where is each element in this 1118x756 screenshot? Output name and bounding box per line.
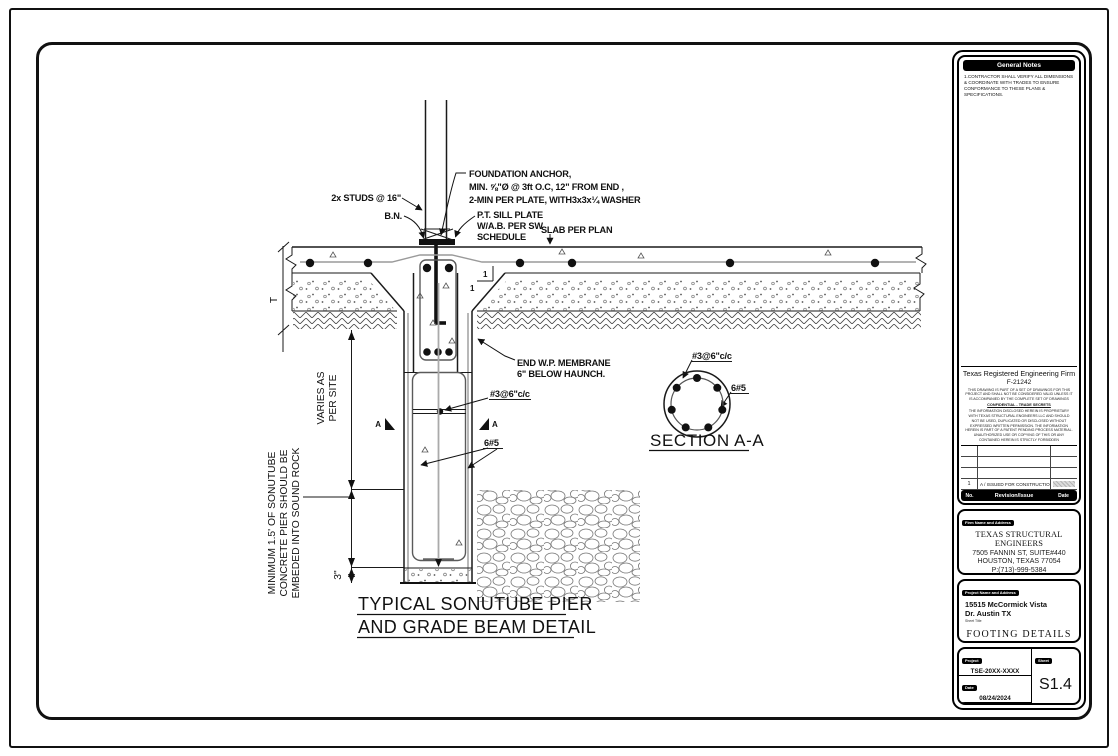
membrane-note-line1: END W.P. MEMBRANE (517, 358, 610, 368)
firm-phone: P:(713)-999-5384 (991, 566, 1047, 574)
sill-note-line3: SCHEDULE (477, 232, 526, 242)
wood-column (424, 100, 448, 240)
annotation-labels: 2x STUDS @ 16" B.N. FOUNDATION ANCHOR, M… (331, 169, 641, 449)
sheet-outer-border (9, 8, 1109, 748)
registration-number: F-21242 (1006, 378, 1032, 386)
revision-header-no: No. (965, 492, 974, 499)
sound-rock-hatch (477, 490, 640, 602)
section-marker-a-left: A (375, 420, 381, 429)
meta-date-value: 08/24/2024 (979, 695, 1011, 702)
general-notes-header: General Notes (963, 60, 1075, 71)
slab-rebar-dots (305, 258, 880, 273)
revision-row-empty (961, 457, 1077, 468)
slab-label: SLAB PER PLAN (541, 225, 613, 235)
detail-title: TYPICAL SONUTUBE PIER AND GRADE BEAM DET… (357, 594, 596, 639)
meta-project-cell: Project TSE-20XX-XXXX (959, 649, 1031, 676)
sheet-number: S1.4 (1039, 676, 1072, 693)
soil-hatch (293, 312, 921, 329)
firm-address-1: 7505 FANNIN ST, SUITE#440 (972, 549, 1066, 557)
revision-row-empty (961, 468, 1077, 479)
project-name-line2: Dr. Austin TX (965, 609, 1012, 619)
slope-rise-label: 1 (483, 270, 488, 279)
section-rebar-label: 6#5 (731, 383, 746, 393)
revision-date-redacted (1053, 481, 1075, 487)
sill-plate (419, 228, 455, 245)
dimension-vertical: VARIES AS PER SITE 3" MINIMUM 1.5' OF SO… (267, 330, 404, 598)
detail-title-line1: TYPICAL SONUTUBE PIER (358, 594, 593, 614)
min-note-line1: MINIMUM 1.5' OF SONUTUBE (267, 452, 278, 595)
confidential-label: CONFIDENTIAL - TRADE SECRETS (987, 403, 1051, 408)
section-cut-markers: A A (375, 418, 498, 430)
meta-project-value: TSE-20XX-XXXX (970, 668, 1020, 675)
dim-varies-line2: PER SITE (328, 374, 339, 421)
anchor-bolt (434, 244, 446, 325)
membrane-note-line2: 6" BELOW HAUNCH. (517, 369, 605, 379)
edge-break-marks (285, 247, 927, 311)
pier-outline (400, 273, 476, 584)
meta-date-cell: Date 08/24/2024 (959, 676, 1031, 703)
anchor-note-line1: FOUNDATION ANCHOR, (469, 169, 571, 179)
leader-lines (401, 172, 732, 469)
meta-sheet-label: Sheet (1035, 658, 1052, 665)
slope-run-label: 1 (470, 284, 475, 293)
meta-date-label: Date (962, 685, 977, 692)
revision-date (1050, 479, 1077, 489)
sill-note-line2: W/A.B. PER SW (477, 221, 543, 231)
firm-name: TEXAS STRUCTURAL ENGINEERS (975, 530, 1063, 548)
grade-beam-concrete-stipple (293, 279, 920, 582)
meta-sheet-cell: Sheet S1.4 (1032, 649, 1079, 703)
revision-row-1: 1 A / ISSUED FOR CONSTRUCTION (961, 479, 1077, 490)
project-name-line1: 15515 McCormick Vista (965, 600, 1048, 609)
legal-text-1: THIS DRAWING IS PART OF A SET OF DRAWING… (965, 387, 1073, 402)
legal-text-2: THE INFORMATION DISCLOSED HEREIN IS PROP… (965, 409, 1073, 443)
studs-label: 2x STUDS @ 16" (331, 193, 401, 203)
firm-box: Firm Name and Address TEXAS STRUCTURAL E… (957, 509, 1081, 575)
meta-left-column: Project TSE-20XX-XXXX Date 08/24/2024 Sc… (959, 649, 1032, 703)
section-title: SECTION A-A (650, 431, 764, 450)
section-marker-a-right: A (492, 420, 498, 429)
sheet-inner-border (36, 42, 1092, 720)
sheet-title-label: Sheet Title (965, 618, 982, 623)
revision-desc: A / ISSUED FOR CONSTRUCTION (980, 482, 1050, 487)
project-box: Project Name and Address 15515 McCormick… (957, 579, 1081, 643)
dim-T-label: T (269, 296, 280, 303)
registration-firm-line: Texas Registered Engineering Firm (962, 368, 1076, 378)
revision-no: 1 (961, 479, 978, 489)
dim-3in-label: 3" (333, 570, 344, 580)
project-box-header: Project Name and Address (962, 590, 1019, 597)
general-notes-box: General Notes 1.CONTRACTOR SHALL VERIFY … (957, 55, 1081, 505)
section-stirrup-label: #3@6"c/c (692, 351, 732, 361)
revision-header-desc: Revision/Issue (994, 492, 1034, 499)
concrete-symbol-triangles (329, 248, 832, 546)
meta-project-label: Project (962, 658, 982, 665)
firm-box-header: Firm Name and Address (962, 520, 1014, 527)
title-block: General Notes 1.CONTRACTOR SHALL VERIFY … (952, 50, 1086, 710)
slope-indicator: 1 1 (470, 266, 494, 293)
firm-address-2: HOUSTON, TEXAS 77054 (977, 558, 1061, 565)
min-note-line2: CONCRETE PIER SHOULD BE (279, 449, 290, 596)
stirrup-label: #3@6"c/c (490, 389, 530, 399)
anchor-note-line2: MIN. ⅝"Ø @ 3ft O.C, 12" FROM END , (469, 182, 624, 192)
firm-registration: Texas Registered Engineering Firm F-2124… (961, 365, 1077, 443)
meta-box: Project TSE-20XX-XXXX Date 08/24/2024 Sc… (957, 647, 1081, 705)
rebar-label: 6#5 (484, 438, 499, 448)
general-notes-text: 1.CONTRACTOR SHALL VERIFY ALL DIMENSIONS… (964, 74, 1074, 97)
revision-row-empty (961, 446, 1077, 457)
meta-scale-cell: Scale As Noted (959, 703, 1031, 705)
revision-table-header: No. Revision/Issue Date (961, 490, 1077, 501)
detail-title-line2: AND GRADE BEAM DETAIL (358, 617, 596, 637)
revision-table: 1 A / ISSUED FOR CONSTRUCTION No. Revisi… (961, 445, 1077, 501)
dimension-T: T (269, 241, 290, 352)
anchor-note-line3: 2-MIN PER PLATE, WITH3x3x¼ WASHER (469, 195, 641, 205)
sill-note-line1: P.T. SILL PLATE (477, 210, 543, 220)
dim-varies-line1: VARIES AS (316, 371, 327, 424)
revision-header-date: Date (1058, 492, 1069, 499)
slab-section (292, 246, 922, 312)
section-a-a: #3@6"c/c 6#5 SECTION A-A (649, 351, 764, 452)
pier-rebar-cage (411, 259, 467, 567)
sheet-title: FOOTING DETAILS (966, 628, 1072, 640)
min-note-line3: EMBEDED INTO SOUND ROCK (291, 447, 302, 598)
bn-label: B.N. (384, 211, 402, 221)
